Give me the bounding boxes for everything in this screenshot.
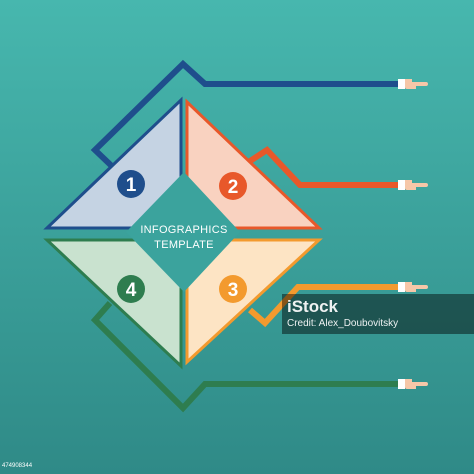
watermark-band <box>282 294 474 334</box>
step-1-number: 1 <box>126 175 137 196</box>
quadrant-1-panel <box>43 96 183 230</box>
connector-line-1 <box>90 59 398 175</box>
title-line-2: TEMPLATE <box>154 239 214 251</box>
step-2-number: 2 <box>228 177 239 198</box>
connector-line-2 <box>245 146 398 188</box>
step-1-badge <box>117 170 145 198</box>
center-diamond <box>126 172 240 292</box>
connector-line-3 <box>248 284 398 328</box>
watermark-logo: iStock <box>287 297 339 316</box>
connector-line-4 <box>90 301 398 413</box>
quadrant-4-panel <box>43 238 183 370</box>
title-line-1: INFOGRAPHICS <box>140 224 227 236</box>
quadrant-3-panel <box>185 238 323 366</box>
step-4-number: 4 <box>126 280 137 301</box>
watermark-credit: Credit: Alex_Doubovitsky <box>287 318 399 329</box>
step-3-number: 3 <box>228 280 239 301</box>
quadrant-2-panel <box>185 98 323 230</box>
stock-id: 474908344 <box>2 463 33 469</box>
step-3-badge <box>219 275 247 303</box>
step-4-badge <box>117 275 145 303</box>
step-2-badge <box>219 172 247 200</box>
